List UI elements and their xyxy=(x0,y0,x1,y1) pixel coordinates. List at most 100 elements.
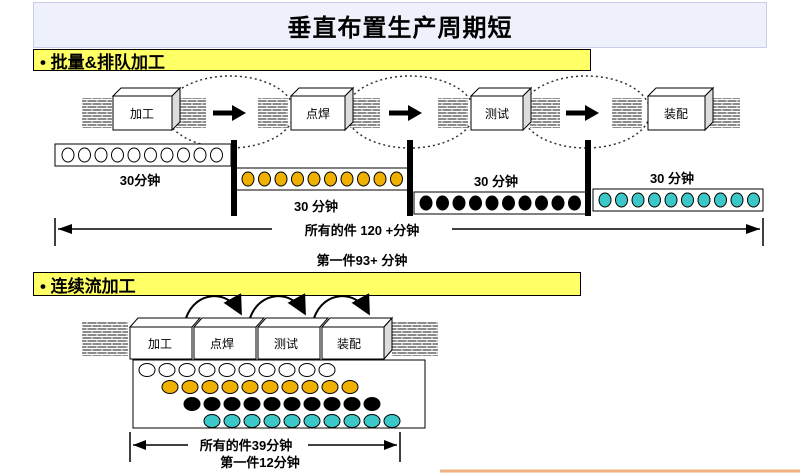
flow-part-dot xyxy=(301,380,319,394)
flow-part-dot xyxy=(278,363,296,377)
flow-part-dot xyxy=(161,380,179,394)
batch-part-dot xyxy=(485,195,499,211)
flow-part-dot xyxy=(183,397,201,411)
flow-part-dot xyxy=(323,414,341,428)
batch-station-4-label: 装配 xyxy=(664,107,688,121)
batch-part-dot xyxy=(551,195,565,211)
flow-part-dot xyxy=(218,363,236,377)
batch-part-dot xyxy=(291,171,304,187)
flow-section-heading: • 连续流加工 xyxy=(33,272,581,296)
flow-part-dot xyxy=(298,363,316,377)
flow-part-dot xyxy=(201,380,219,394)
flow-part-dot xyxy=(303,414,321,428)
batch-part-dot xyxy=(518,195,532,211)
flow-station-1: 加工 xyxy=(128,317,202,360)
batch-part-dot xyxy=(419,195,433,211)
wall-brick-7 xyxy=(612,98,642,128)
flow-part-dot xyxy=(263,397,281,411)
batch-part-dots xyxy=(61,147,760,211)
batch-part-dot xyxy=(598,192,612,208)
batch-arrow-2-head xyxy=(408,105,422,121)
flow-part-dot xyxy=(318,363,336,377)
flow-station-1-label: 加工 xyxy=(148,337,172,351)
wall-brick-4 xyxy=(350,98,380,128)
flow-station-4: 装配 xyxy=(320,316,394,361)
batch-part-dot xyxy=(324,171,337,187)
batch-part-dot xyxy=(61,147,75,163)
flow-part-dot xyxy=(178,363,196,377)
batch-part-dot xyxy=(502,195,515,211)
batch-part-dot xyxy=(210,147,223,163)
batch-station-1-label: 加工 xyxy=(130,107,154,121)
flow-arrow-2 xyxy=(249,293,306,319)
flow-part-dot xyxy=(241,380,259,394)
stage-time-2: 30 分钟 xyxy=(294,199,338,214)
batch-part-dot xyxy=(664,192,678,208)
flow-part-dot xyxy=(283,397,301,411)
batch-wall-group xyxy=(82,98,740,128)
batch-part-dot xyxy=(568,195,581,211)
batch-station-4: 装配 xyxy=(646,86,715,132)
batch-arrow-1-head xyxy=(232,105,246,121)
batch-part-dot xyxy=(730,192,744,208)
batch-part-dot xyxy=(94,147,108,163)
batch-total-span: 所有的件 120 +分钟 xyxy=(54,218,764,246)
flow-part-dot xyxy=(343,397,361,411)
flow-wall-left xyxy=(82,322,128,356)
batch-part-dot xyxy=(241,171,255,187)
flow-part-dot xyxy=(243,414,261,428)
flow-part-dot xyxy=(198,363,216,377)
stage-time-3: 30 分钟 xyxy=(474,174,518,189)
batch-part-dot xyxy=(357,171,370,187)
batch-part-dot xyxy=(127,147,141,163)
batch-part-dot xyxy=(160,147,174,163)
flow-part-dot xyxy=(258,363,276,377)
batch-part-dot xyxy=(340,171,354,187)
flow-part-dot xyxy=(341,380,359,394)
flow-part-dot xyxy=(303,397,321,411)
flow-part-dot xyxy=(261,380,279,394)
wall-brick-1 xyxy=(82,98,112,128)
batch-part-dot xyxy=(535,195,548,211)
flow-part-dot xyxy=(203,414,221,428)
stage-divider-3 xyxy=(585,140,591,216)
batch-part-dot xyxy=(258,171,271,187)
flow-part-dot xyxy=(138,363,156,377)
flow-part-dots xyxy=(138,363,401,428)
batch-total-label: 所有的件 120 +分钟 xyxy=(305,223,420,238)
flow-part-dot xyxy=(343,414,361,428)
flow-station-3-label: 测试 xyxy=(274,336,298,351)
batch-station-2-label: 点焊 xyxy=(306,106,330,121)
flow-part-dot xyxy=(243,397,261,411)
batch-part-dot xyxy=(144,147,157,163)
flow-part-dot xyxy=(363,414,381,428)
batch-flow-arrows xyxy=(213,105,599,121)
flow-part-dot xyxy=(223,397,241,411)
batch-part-dot xyxy=(452,195,466,211)
stage-time-1: 30分钟 xyxy=(120,173,160,188)
batch-queues xyxy=(54,143,764,215)
flow-total-span: 所有的件39分钟 第一件12分钟 xyxy=(129,432,401,470)
stage-time-4: 30 分钟 xyxy=(650,171,694,186)
flow-part-dot xyxy=(238,363,256,377)
flow-part-dot xyxy=(181,380,199,394)
batch-part-dot xyxy=(274,171,288,187)
flow-wall-right xyxy=(392,322,438,356)
batch-part-dot xyxy=(177,147,190,163)
stage-divider-2 xyxy=(407,140,413,216)
flow-curved-arrows xyxy=(185,293,370,319)
batch-part-dot xyxy=(390,171,403,187)
flow-part-dot xyxy=(223,414,241,428)
batch-part-dot xyxy=(373,171,387,187)
batch-part-dot xyxy=(615,192,628,208)
batch-station-3: 测试 xyxy=(469,86,533,132)
batch-section-heading: • 批量&排队加工 xyxy=(33,49,591,72)
flow-part-dot xyxy=(383,414,401,428)
flow-part-dot xyxy=(203,397,221,411)
batch-stations: 加工 点焊 测试 装配 xyxy=(111,86,715,132)
wall-brick-8 xyxy=(710,98,740,128)
stage-divider-1 xyxy=(231,140,237,216)
flow-part-dot xyxy=(158,363,176,377)
batch-part-dot xyxy=(747,192,760,208)
batch-part-dot xyxy=(648,192,661,208)
